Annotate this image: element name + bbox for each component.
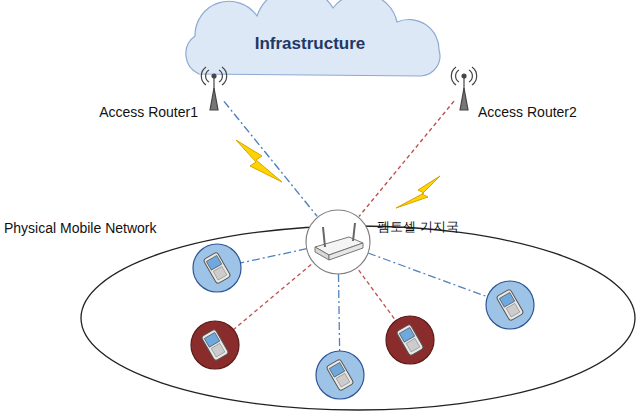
red-phone-circle xyxy=(191,321,239,369)
cloud-node: Infrastructure xyxy=(165,0,455,80)
router-label: Access Router1 xyxy=(99,104,198,121)
antenna-shape xyxy=(454,66,474,112)
femtocell-circle xyxy=(306,210,370,274)
femto-shape xyxy=(305,209,371,275)
antenna-symbol xyxy=(201,67,226,110)
network-title: Infrastructure xyxy=(255,34,366,54)
cloud-outline xyxy=(186,0,440,76)
basestation-label: 펨토셀 기지국 xyxy=(377,219,459,235)
phone-icon xyxy=(396,324,424,356)
ellipse-node: 펨토셀 기지국 Physical Mobile Network xyxy=(0,220,637,414)
femto-node: 펨토셀 기지국 xyxy=(305,209,371,275)
antenna-node: Access Router1 xyxy=(204,66,224,112)
phone-icon xyxy=(201,329,229,361)
blue-phone-circle xyxy=(193,244,241,292)
router-label: Access Router2 xyxy=(478,104,577,121)
phones xyxy=(191,244,534,399)
radio-link xyxy=(224,101,317,216)
blue-phone-circle xyxy=(316,351,364,399)
femtocell-router xyxy=(315,223,363,260)
blue-phone-circle xyxy=(486,281,534,329)
antenna-shape xyxy=(204,66,224,112)
lightning-bolt xyxy=(396,176,440,208)
antenna-symbol xyxy=(451,67,476,110)
radio-link xyxy=(359,101,454,216)
phone-icon xyxy=(203,252,231,284)
lightning-bolt xyxy=(236,140,282,182)
phone-icon xyxy=(326,359,354,391)
network-label: Physical Mobile Network xyxy=(4,220,157,237)
antenna-node: Access Router2 xyxy=(454,66,474,112)
red-phone-circle xyxy=(386,316,434,364)
phone-icon xyxy=(496,289,524,321)
